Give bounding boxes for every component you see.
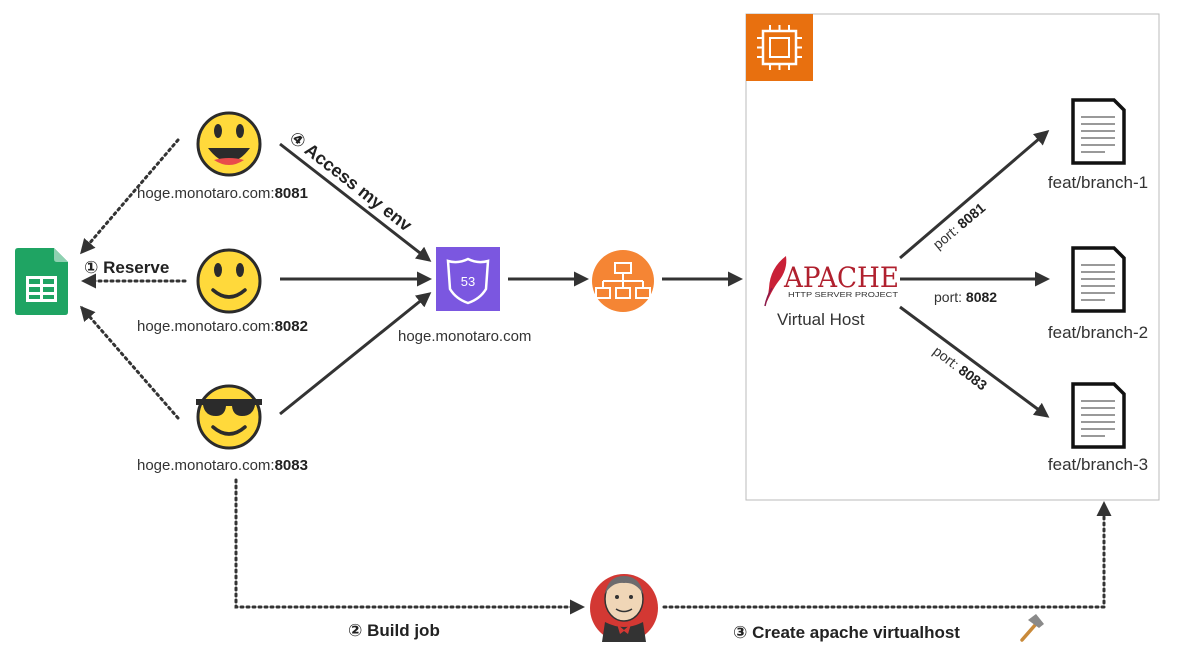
load-balancer-icon — [592, 250, 654, 312]
dotted-arrows — [80, 138, 1112, 615]
branch-label-1: feat/branch-1 — [1048, 173, 1148, 192]
route53-domain-label: hoge.monotaro.com — [398, 328, 531, 345]
sunglasses-face-icon — [196, 384, 262, 450]
google-sheets-icon — [15, 248, 68, 315]
dotted-arrow-user3-sheets — [80, 305, 180, 420]
apache-logo-subtitle: HTTP SERVER PROJECT — [788, 292, 899, 299]
step-reserve-label: ① Reserve — [84, 258, 169, 277]
user-host-label-3: hoge.monotaro.com:8083 — [137, 457, 308, 474]
jenkins-icon — [590, 574, 658, 642]
ec2-container — [745, 13, 1160, 501]
arrow-apache-branch1 — [899, 130, 1050, 260]
apache-logo: APACHE HTTP SERVER PROJECT — [764, 256, 899, 307]
arrow-apache-branch3 — [899, 305, 1050, 418]
ec2-icon — [746, 14, 813, 81]
hammer-icon — [1020, 614, 1044, 642]
grinning-face-icon — [196, 111, 262, 177]
user-host-label-1: hoge.monotaro.com:8081 — [137, 185, 308, 202]
arrow-user1-route53 — [279, 142, 432, 262]
port-label-8082: port: 8082 — [934, 289, 997, 305]
solid-arrows — [279, 130, 1050, 418]
route53-icon: 53 — [436, 247, 500, 311]
branch-label-2: feat/branch-2 — [1048, 323, 1148, 342]
apache-feather-icon — [765, 256, 787, 306]
dotted-arrow-create-vhost — [662, 501, 1112, 609]
document-icon — [1071, 246, 1126, 313]
arrow-user3-route53 — [279, 292, 432, 416]
virtual-host-label: Virtual Host — [777, 310, 865, 329]
route53-badge: 53 — [461, 274, 475, 289]
step-build-label: ② Build job — [348, 621, 440, 640]
dotted-arrow-user1-sheets — [80, 138, 180, 255]
document-icon — [1071, 382, 1126, 449]
user-host-label-2: hoge.monotaro.com:8082 — [137, 318, 308, 335]
step-access-label: ④ Access my env — [286, 127, 416, 235]
step-create-label: ③ Create apache virtualhost — [733, 623, 960, 642]
smiling-face-icon — [196, 248, 262, 314]
document-icon — [1071, 98, 1126, 165]
dotted-arrow-build-job — [234, 478, 585, 615]
branch-label-3: feat/branch-3 — [1048, 455, 1148, 474]
apache-logo-text: APACHE — [783, 261, 899, 294]
